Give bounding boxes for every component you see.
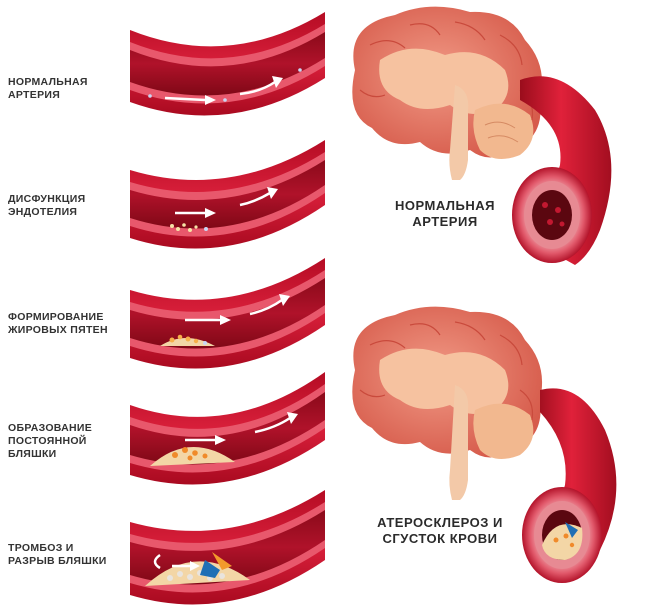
vessel-stage-normal	[130, 12, 325, 116]
vessel-stage-thrombosis	[130, 490, 325, 605]
stage-label-plaque: ОБРАЗОВАНИЕ ПОСТОЯННОЙ БЛЯШКИ	[8, 422, 93, 460]
stage-label-dysfunction: ДИСФУНКЦИЯ ЭНДОТЕЛИЯ	[8, 193, 86, 218]
vessel-stage-fatty-streaks	[130, 258, 325, 369]
panel-label-normal: НОРМАЛЬНАЯ АРТЕРИЯ	[395, 198, 495, 229]
vessel-stage-plaque	[130, 372, 325, 485]
panel-label-diseased: АТЕРОСКЛЕРОЗ И СГУСТОК КРОВИ	[377, 515, 503, 546]
brain-normal-illustration	[352, 6, 543, 180]
stage-label-fatty-streaks: ФОРМИРОВАНИЕ ЖИРОВЫХ ПЯТЕН	[8, 311, 108, 336]
stage-label-thrombosis: ТРОМБОЗ И РАЗРЫВ БЛЯШКИ	[8, 542, 107, 567]
vessel-stage-dysfunction	[130, 140, 325, 249]
brain-diseased-illustration	[352, 306, 543, 500]
artery-normal-crosssection	[512, 76, 612, 265]
artery-diseased-crosssection	[522, 388, 617, 583]
stage-label-normal: НОРМАЛЬНАЯ АРТЕРИЯ	[8, 76, 88, 101]
